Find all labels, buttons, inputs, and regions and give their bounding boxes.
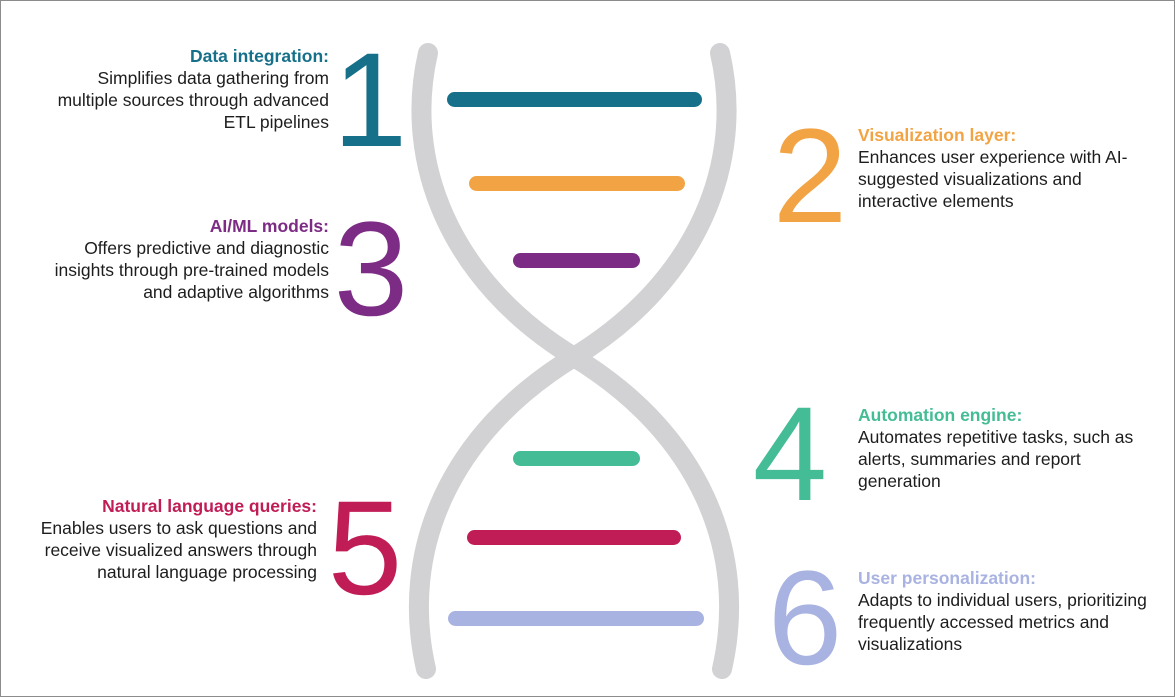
- helix-rung-data-integration: [447, 92, 702, 107]
- feature-description: Adapts to individual users, prioritizing…: [858, 590, 1147, 654]
- feature-description: Automates repetitive tasks, such as aler…: [858, 427, 1134, 491]
- feature-item-user-personalization: User personalization: Adapts to individu…: [858, 567, 1150, 655]
- feature-number-5: 5: [327, 474, 403, 623]
- feature-item-ai-ml-models: AI/ML models: Offers predictive and diag…: [44, 215, 329, 303]
- feature-item-data-integration: Data integration: Simplifies data gather…: [49, 45, 329, 133]
- helix-rung-automation-engine: [513, 451, 640, 466]
- feature-description: Simplifies data gathering from multiple …: [57, 68, 329, 132]
- feature-description: Enhances user experience with AI-suggest…: [858, 147, 1128, 211]
- dna-strand-right: [409, 43, 737, 679]
- feature-item-automation-engine: Automation engine: Automates repetitive …: [858, 404, 1138, 492]
- feature-title: User personalization:: [858, 568, 1036, 588]
- helix-rung-visualization-layer: [469, 176, 685, 191]
- feature-number-1: 1: [332, 26, 408, 175]
- feature-number-4: 4: [752, 380, 828, 529]
- feature-number-6: 6: [767, 544, 843, 693]
- feature-title: Automation engine:: [858, 405, 1023, 425]
- helix-rung-ai-ml-models: [513, 253, 640, 268]
- feature-item-natural-language-queries: Natural language queries: Enables users …: [32, 495, 317, 583]
- helix-rung-natural-language: [467, 530, 681, 545]
- feature-number-2: 2: [772, 102, 848, 251]
- helix-rung-user-personalization: [448, 611, 704, 626]
- feature-number-3: 3: [333, 195, 409, 344]
- feature-title: Data integration:: [189, 46, 329, 66]
- feature-title: Natural language queries:: [102, 496, 317, 516]
- feature-title: AI/ML models:: [209, 216, 329, 236]
- feature-description: Enables users to ask questions and recei…: [40, 518, 317, 582]
- feature-title: Visualization layer:: [858, 125, 1017, 145]
- feature-description: Offers predictive and diagnostic insight…: [54, 238, 329, 302]
- feature-item-visualization-layer: Visualization layer: Enhances user exper…: [858, 124, 1153, 212]
